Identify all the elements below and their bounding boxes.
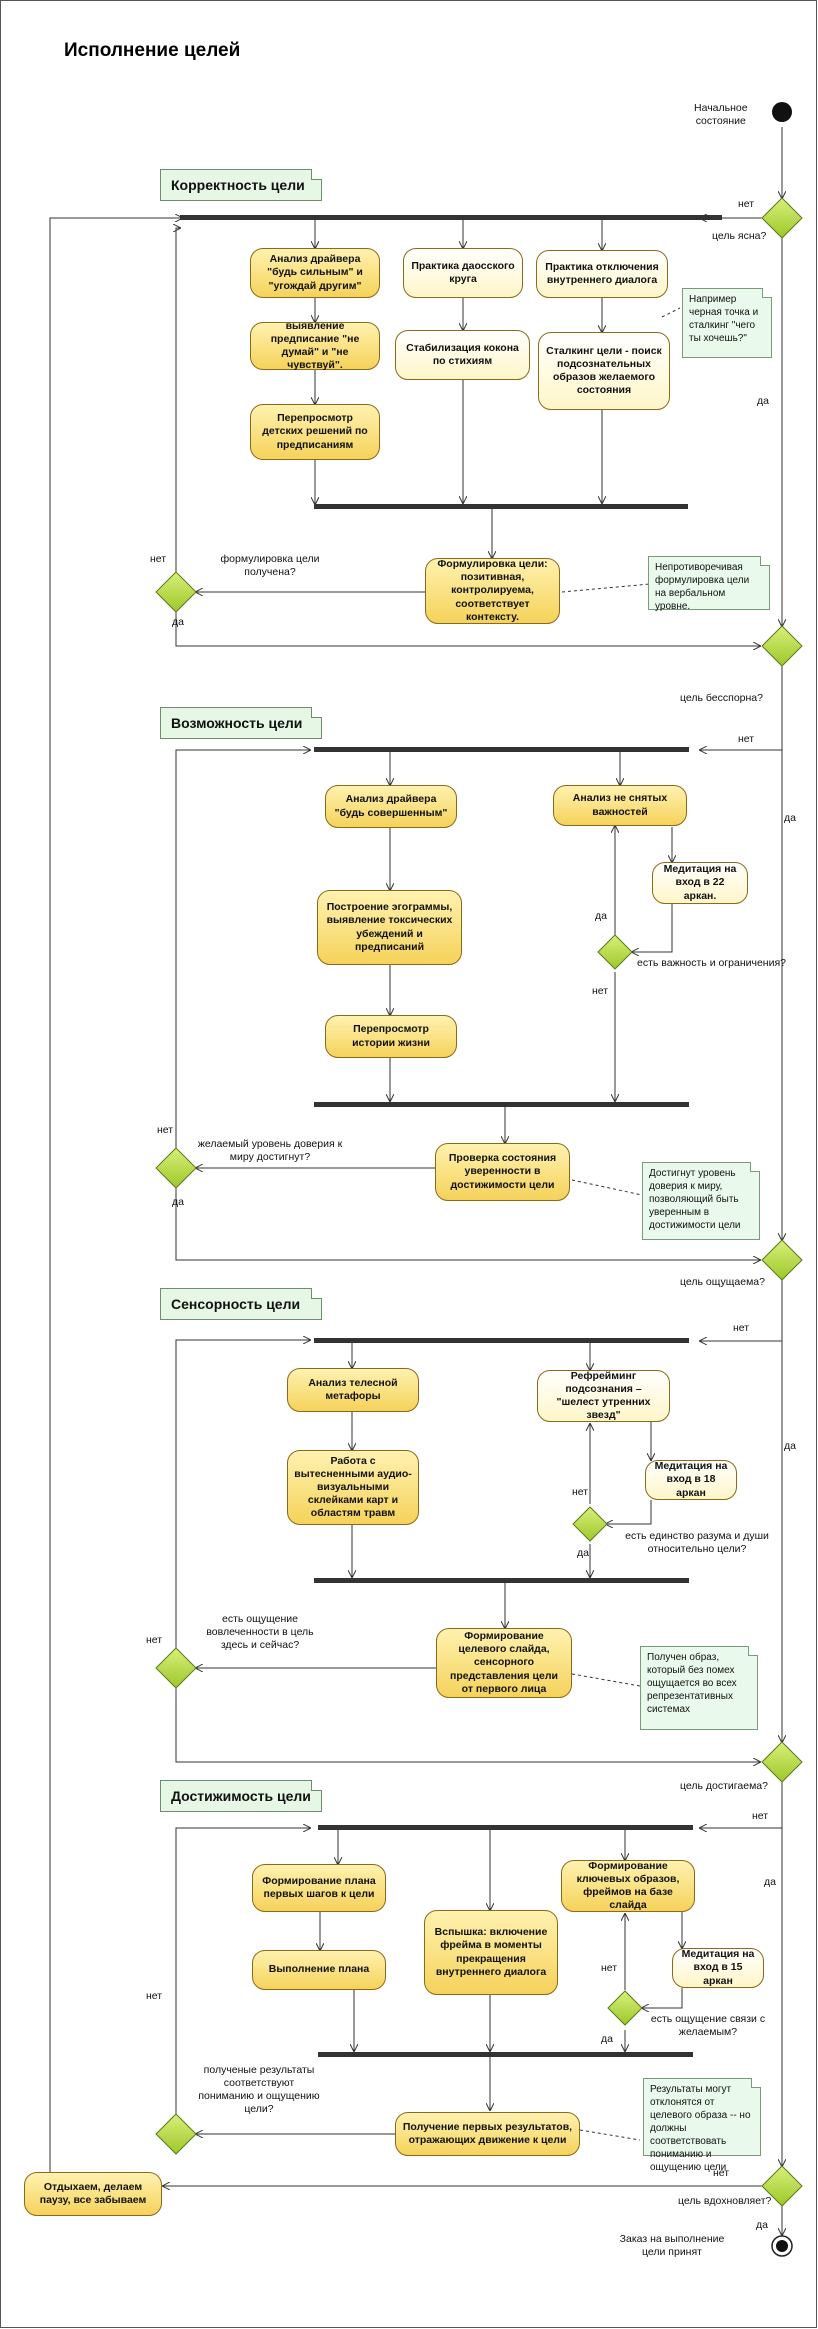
note-verbal-formulation: Непротиворечивая формулировка цели на ве…	[648, 556, 770, 612]
unity-question: есть единство разума и души относительно…	[625, 1530, 769, 1556]
importance-no-label: нет	[592, 985, 609, 997]
achievability-no-label: нет	[752, 1810, 769, 1822]
results-question: полученые результаты соответствуют поним…	[198, 2064, 320, 2116]
possibility-no-label: нет	[738, 733, 755, 745]
partition-achievability: Достижимость цели	[160, 1780, 322, 1812]
activity-goal-formulation: Формулировка цели: позитивная, контролир…	[425, 558, 560, 624]
importance-question: есть важность и ограничения?	[637, 957, 786, 969]
final-no-label: нет	[713, 2167, 730, 2179]
note-representational: Получен образ, который без помех ощущает…	[640, 1646, 758, 1730]
achievability-question: цель достигаема?	[680, 1780, 768, 1792]
connection-question: есть ощущение связи с желаемым?	[650, 2013, 766, 2039]
activity-execute-plan: Выполнение плана	[252, 1950, 386, 1990]
activity-cocoon-stabilization: Стабилизация кокона по стихиям	[395, 330, 530, 380]
trust-yes-label: да	[172, 1196, 184, 1208]
start-label: Начальное состояние	[694, 102, 748, 128]
unity-yes-label: да	[577, 1547, 589, 1559]
possibility-yes-label: да	[784, 812, 796, 824]
activity-egogram: Построение эгограммы, выявление токсичес…	[317, 890, 462, 965]
activity-first-results: Получение первых результатов, отражающих…	[395, 2112, 580, 2156]
activity-reframing: Рефрейминг подсознания – "шелест утренни…	[537, 1370, 670, 1422]
possibility-question: цель бесспорна?	[680, 692, 763, 704]
diagram-title: Исполнение целей	[64, 40, 241, 61]
activity-driver-perfect: Анализ драйвера "будь совершенным"	[325, 785, 457, 828]
sensory-no-label: нет	[733, 1322, 750, 1334]
trust-question: желаемый уровень доверия к миру достигну…	[197, 1138, 343, 1164]
sensory-yes-label: да	[784, 1440, 796, 1452]
activity-injunction: выявление предписание "не думай" и "не ч…	[250, 320, 380, 371]
formulation-no-label: нет	[150, 553, 167, 565]
connection-no-label: нет	[601, 1962, 618, 1974]
activity-life-history: Перепросмотр истории жизни	[325, 1015, 457, 1058]
activity-driver-strong: Анализ драйвера "будь сильным" и "угожда…	[250, 248, 380, 298]
activity-target-slide: Формирование целевого слайда, сенсорного…	[436, 1628, 572, 1698]
involvement-no-label: нет	[146, 1634, 163, 1646]
activity-body-metaphor: Анализ телесной метафоры	[287, 1368, 419, 1412]
connection-yes-label: да	[601, 2033, 613, 2045]
correctness-question: цель ясна?	[712, 230, 767, 242]
partition-correctness: Корректность цели	[160, 169, 322, 201]
correctness-no-label: нет	[738, 198, 755, 210]
results-no-label: нет	[146, 1990, 163, 2002]
activity-importances: Анализ не снятых важностей	[553, 785, 687, 826]
achievability-yes-label: да	[764, 1876, 776, 1888]
activity-rest: Отдыхаем, делаем паузу, все забываем	[24, 2172, 162, 2216]
final-question: цель вдохновляет?	[678, 2195, 772, 2207]
note-black-dot: Например черная точка и сталкинг "чего т…	[682, 288, 772, 358]
note-results-deviation: Результаты могут отклонятся от целевого …	[643, 2078, 761, 2173]
activity-suppressed-maps: Работа с вытесненными аудио-визуальными …	[287, 1450, 419, 1525]
sensory-question: цель ощущаема?	[680, 1276, 765, 1288]
involvement-question: есть ощущение вовлеченности в цель здесь…	[206, 1613, 314, 1652]
activity-first-steps-plan: Формирование плана первых шагов к цели	[252, 1864, 386, 1912]
partition-sensory: Сенсорность цели	[160, 1288, 322, 1320]
activity-confidence-check: Проверка состояния уверенности в достижи…	[435, 1143, 570, 1201]
unity-no-label: нет	[572, 1486, 589, 1498]
activity-stalking-goal: Сталкинг цели - поиск подсознательных об…	[538, 332, 670, 410]
activity-meditation-18: Медитация на вход в 18 аркан	[645, 1460, 737, 1500]
end-label: Заказ на выполнение цели принят	[619, 2233, 725, 2259]
partition-possibility: Возможность цели	[160, 707, 322, 739]
activity-inner-dialogue-off: Практика отключения внутреннего диалога	[536, 250, 668, 298]
note-trust-level: Достигнут уровень доверия к миру, позвол…	[642, 1162, 760, 1240]
activity-meditation-15: Медитация на вход в 15 аркан	[672, 1948, 764, 1988]
activity-meditation-22: Медитация на вход в 22 аркан.	[652, 862, 748, 904]
formulation-question: формулировка цели получена?	[220, 553, 320, 579]
activity-key-images: Формирование ключевых образов, фреймов н…	[561, 1860, 695, 1912]
final-yes-label: да	[756, 2219, 768, 2231]
activity-taoist-circle: Практика даосского круга	[403, 248, 523, 298]
activity-childhood-decisions: Перепросмотр детских решений по предписа…	[250, 404, 380, 460]
trust-no-label: нет	[157, 1124, 174, 1136]
activity-flash-frame: Вспышка: включение фрейма в моменты прек…	[424, 1910, 558, 1995]
importance-yes-label: да	[595, 910, 607, 922]
formulation-yes-label: да	[172, 616, 184, 628]
correctness-yes-label: да	[757, 395, 769, 407]
